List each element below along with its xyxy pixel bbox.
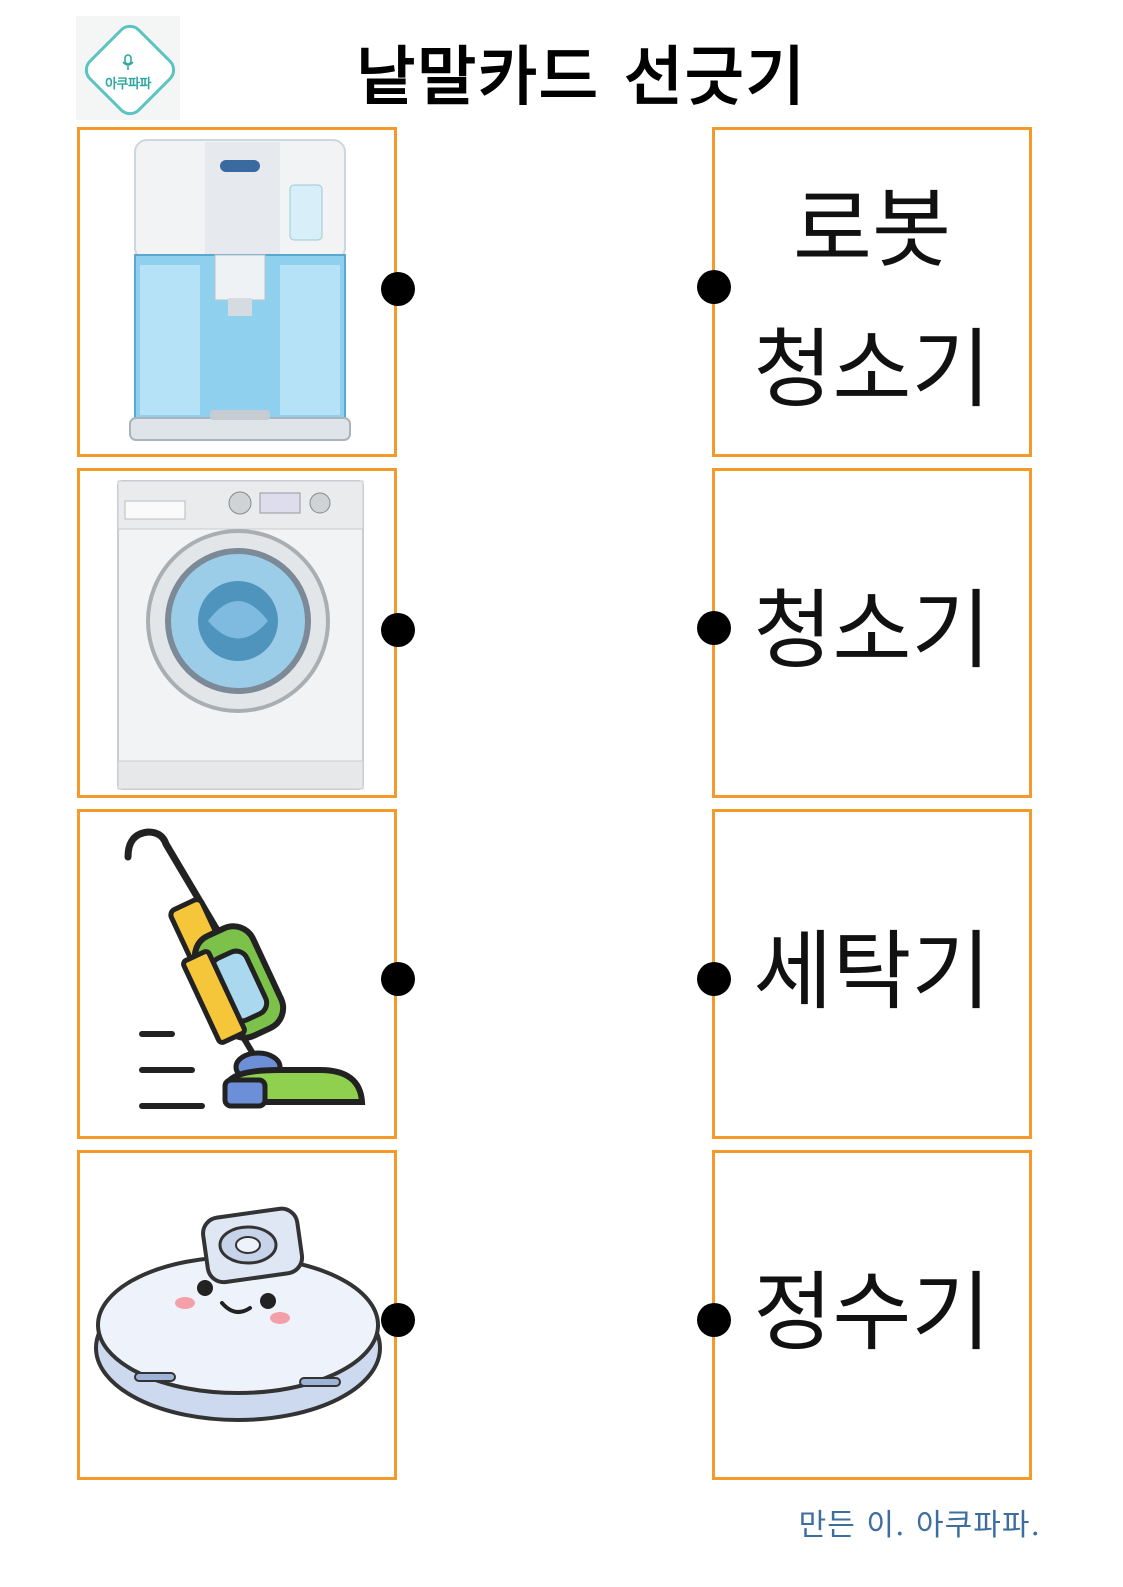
- logo: 아쿠파파: [76, 16, 181, 121]
- page-title: 낱말카드 선긋기: [356, 41, 807, 115]
- word-card-vacuum: 청소기: [697, 468, 1032, 798]
- author-credit: 만든 이. 아쿠파파.: [798, 1508, 1041, 1543]
- match-dot[interactable]: [697, 1303, 731, 1337]
- word-card-robot-vacuum: 로봇 청소기: [697, 127, 1032, 457]
- match-dot[interactable]: [697, 270, 731, 304]
- microphone-icon: [122, 54, 134, 70]
- washing-machine-icon: [117, 480, 364, 790]
- word-card-water-purifier: 정수기: [697, 1150, 1032, 1480]
- word-line-1: 청소기: [753, 581, 991, 681]
- picture-card-washing-machine: [77, 468, 415, 798]
- match-dot[interactable]: [381, 613, 415, 647]
- match-dot[interactable]: [381, 1303, 415, 1337]
- word-line-1: 정수기: [753, 1263, 991, 1363]
- match-dot[interactable]: [381, 272, 415, 306]
- picture-card-vacuum-cleaner: [77, 809, 415, 1139]
- vacuum-cleaner-icon: [124, 828, 366, 1109]
- water-purifier-icon: [129, 139, 351, 441]
- word-card-washing-machine: 세탁기: [697, 809, 1032, 1139]
- word-line-2: 청소기: [753, 320, 991, 420]
- match-dot[interactable]: [381, 962, 415, 996]
- logo-text: 아쿠파파: [105, 77, 151, 92]
- word-line-1: 로봇: [792, 180, 952, 280]
- picture-card-robot-vacuum: [77, 1150, 415, 1480]
- picture-card-water-purifier: [77, 127, 415, 457]
- match-dot[interactable]: [697, 611, 731, 645]
- word-line-1: 세탁기: [753, 922, 991, 1022]
- robot-vacuum-icon: [94, 1206, 382, 1422]
- match-dot[interactable]: [697, 962, 731, 996]
